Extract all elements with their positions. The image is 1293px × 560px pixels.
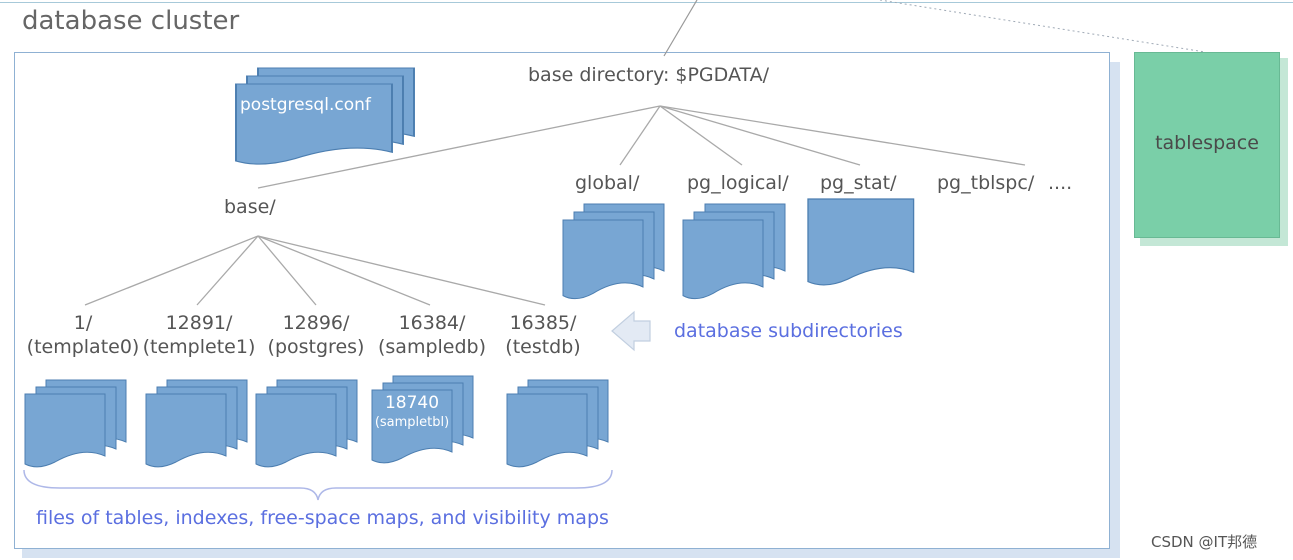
template1-files-icon <box>145 379 248 468</box>
pg-stat-file-icon <box>807 198 915 286</box>
postgresql-conf-label: postgresql.conf <box>240 95 372 115</box>
subdir-oid: 12896/ <box>282 312 350 334</box>
base-directory-label: base directory: $PGDATA/ <box>528 64 770 86</box>
watermark: CSDN @IT邦德 <box>1151 533 1258 551</box>
files-brace <box>23 469 613 501</box>
subdir-sampledb: 16384/ (sampledb) <box>374 311 490 359</box>
subdir-name: (templete1) <box>142 336 256 358</box>
tree-lines-root <box>257 105 1026 189</box>
cluster-title: database cluster <box>22 6 240 36</box>
pg-logical-files-icon <box>682 203 786 300</box>
subdir-name: (template0) <box>26 336 140 358</box>
dir-base: base/ <box>224 196 276 218</box>
tree-lines-base <box>84 235 546 306</box>
postgresql-conf-file-icon: postgresql.conf <box>235 67 415 166</box>
tablespace-box <box>1134 52 1280 238</box>
dir-global: global/ <box>575 172 640 194</box>
table-file-oid: 18740 <box>385 393 439 413</box>
subdir-postgres: 12896/ (postgres) <box>258 311 374 359</box>
tablespace-label: tablespace <box>1155 132 1259 154</box>
global-files-icon <box>562 203 665 300</box>
cluster-box <box>14 52 1110 549</box>
subdir-oid: 16384/ <box>398 312 466 334</box>
subdir-name: (postgres) <box>267 336 365 358</box>
subdir-oid: 16385/ <box>509 312 577 334</box>
sampledb-files-icon: 18740 (sampletbl) <box>371 375 474 464</box>
annotation-files: files of tables, indexes, free-space map… <box>36 507 609 529</box>
dir-more: .... <box>1048 172 1073 194</box>
table-file-name: (sampletbl) <box>375 415 449 430</box>
subdir-name: (testdb) <box>505 336 581 358</box>
dir-pg-stat: pg_stat/ <box>820 172 897 194</box>
subdir-template1: 12891/ (templete1) <box>140 311 258 359</box>
connector-tablespace <box>879 0 1206 53</box>
dir-pg-logical: pg_logical/ <box>687 172 789 194</box>
top-connector-line <box>0 2 1293 3</box>
arrow-left-icon <box>611 310 651 352</box>
dir-pg-tblspc: pg_tblspc/ <box>937 172 1035 194</box>
subdir-template0: 1/ (template0) <box>24 311 142 359</box>
testdb-files-icon <box>506 379 609 468</box>
annotation-subdirectories: database subdirectories <box>674 320 903 342</box>
subdir-testdb: 16385/ (testdb) <box>490 311 596 359</box>
subdir-oid: 12891/ <box>165 312 233 334</box>
postgres-files-icon <box>255 379 358 468</box>
subdir-name: (sampledb) <box>377 336 487 358</box>
subdir-oid: 1/ <box>73 312 93 334</box>
connector-external <box>663 0 698 57</box>
template0-files-icon <box>24 379 127 468</box>
